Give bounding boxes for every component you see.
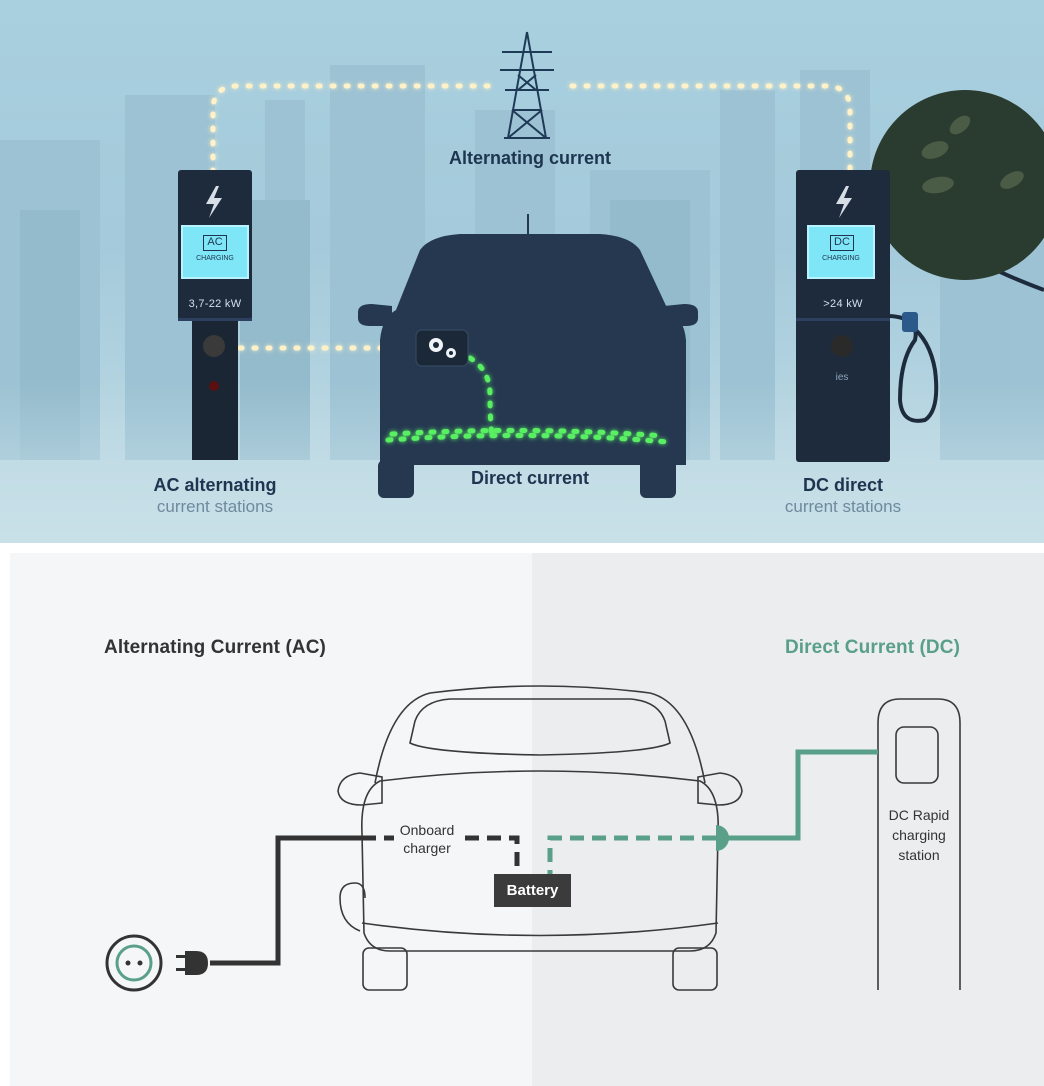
ac-caption-line2: current stations — [156, 497, 274, 516]
dc-title: Direct Current (DC) — [784, 637, 960, 658]
alternating-current-label: Alternating current — [448, 148, 612, 168]
dc-station-outline — [877, 698, 961, 990]
battery-label: Battery — [494, 874, 571, 907]
ac-caption-line1: AC alternating — [153, 475, 277, 495]
dc-cable — [718, 749, 878, 841]
car-silhouette — [358, 214, 698, 498]
onboard-charger-label: Onboard charger — [392, 821, 462, 857]
transmission-tower-icon — [500, 31, 554, 139]
bolt-icon — [206, 186, 222, 218]
plug-icon — [176, 951, 208, 975]
gears-icon — [429, 338, 456, 358]
ac-dc-diagram: Alternating Current (AC) Direct Current … — [10, 553, 1044, 1086]
dc-caption-line1: DC direct — [802, 475, 883, 495]
ac-internal-path — [362, 835, 520, 875]
ac-station — [178, 170, 252, 460]
dc-station-line1: DC Rapid — [888, 807, 950, 823]
onboard-charger-line2: charger — [403, 840, 451, 856]
car-outline — [337, 685, 743, 991]
onboard-charger-box — [415, 329, 469, 367]
illustration-scene — [0, 31, 1044, 543]
dc-station-line2: charging — [892, 827, 946, 843]
dc-screen-status: CHARGING — [822, 255, 860, 262]
ac-power-line — [210, 83, 853, 351]
bolt-icon — [836, 186, 852, 218]
ac-cable — [210, 835, 362, 966]
dc-station — [796, 170, 939, 462]
dc-brand-logo: ies — [835, 372, 849, 383]
ac-title: Alternating Current (AC) — [104, 637, 326, 658]
wall-socket-icon — [105, 934, 163, 992]
dc-inlet-icon — [716, 825, 729, 851]
dc-caption-line2: current stations — [784, 497, 902, 516]
onboard-charger-line1: Onboard — [399, 822, 455, 838]
tree — [870, 90, 1044, 292]
dc-power-rating: >24 kW — [823, 298, 863, 310]
dc-internal-path — [547, 835, 716, 875]
dc-screen-code: DC — [830, 235, 854, 251]
dc-side-background — [532, 553, 1044, 1086]
dc-station-line3: station — [898, 847, 940, 863]
dc-station-label: DC Rapid charging station — [879, 805, 959, 865]
diagram-lines — [105, 685, 961, 992]
ac-power-rating: 3,7-22 kW — [188, 298, 242, 310]
ac-screen-code: AC — [203, 235, 227, 251]
ac-screen-status: CHARGING — [196, 255, 234, 262]
dc-power-line — [385, 355, 671, 445]
direct-current-label: Direct current — [470, 468, 590, 488]
ac-dc-illustration: AC CHARGING 3,7-22 kW DC CHARGING >24 kW… — [0, 0, 1044, 543]
